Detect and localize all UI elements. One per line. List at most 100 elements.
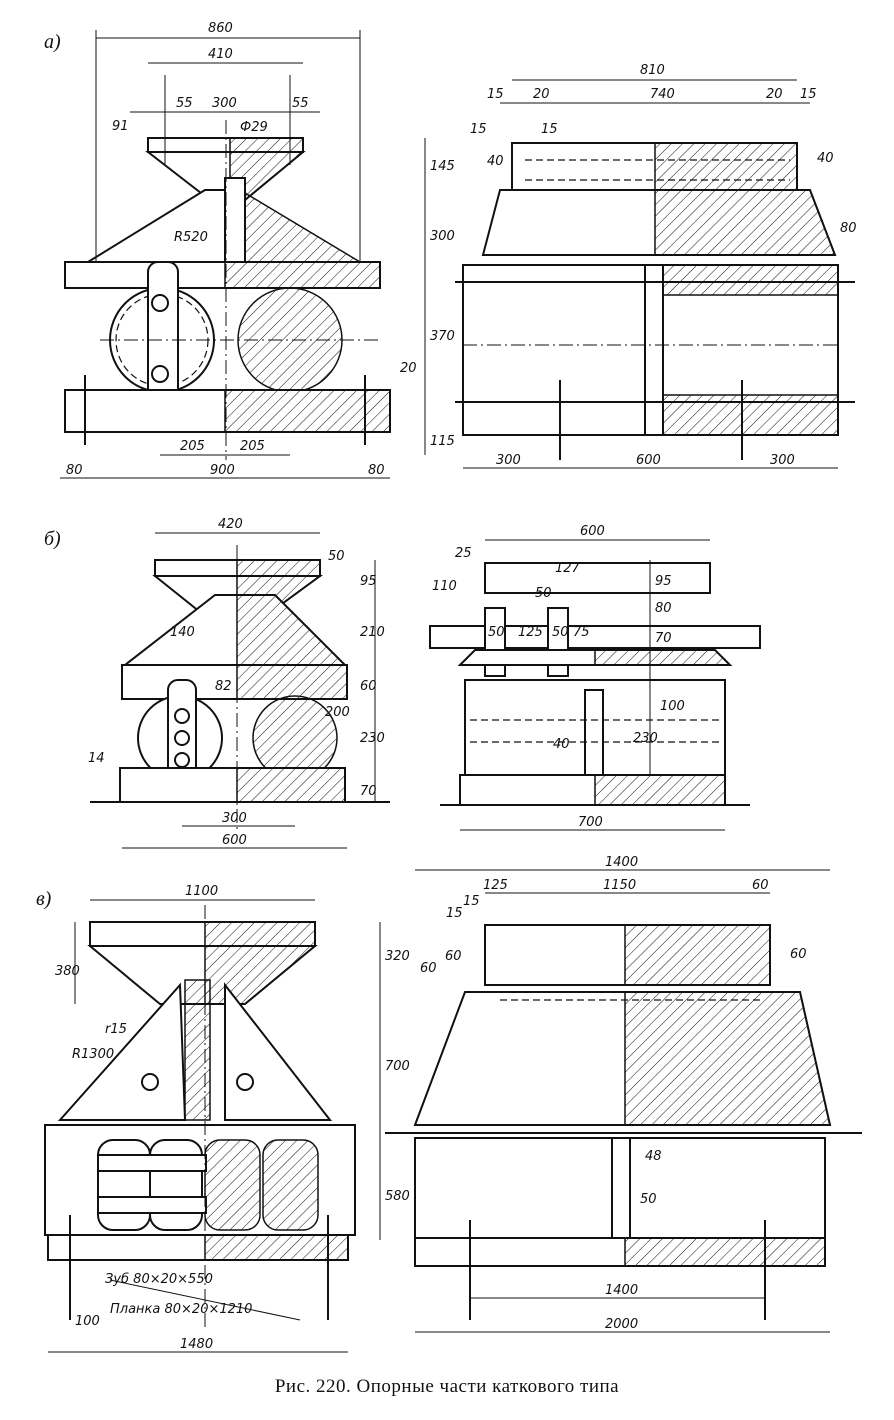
dim-b-front-9: 50 — [552, 625, 569, 640]
dim-a-front-0: 810 — [640, 63, 665, 78]
dim-b-front-6: 80 — [655, 601, 672, 616]
dim-c-side-7: Зуб 80×20×550 — [105, 1272, 213, 1287]
dim-b-side-0: 420 — [218, 517, 243, 532]
dim-c-side-0: 1100 — [185, 884, 218, 899]
dim-a-side-6: 91 — [112, 119, 129, 134]
dim-c-front-3: 60 — [752, 878, 769, 893]
dim-a-side-1: 410 — [208, 47, 233, 62]
dim-b-front-3: 110 — [432, 579, 457, 594]
dim-c-front-5: 15 — [463, 894, 480, 909]
dim-a-front-3: 740 — [650, 87, 675, 102]
dim-b-front-11: 70 — [655, 631, 672, 646]
dim-a-side-0: 860 — [208, 21, 233, 36]
dim-c-front-10: 50 — [640, 1192, 657, 1207]
dim-c-side-5: 700 — [385, 1059, 410, 1074]
dim-a-front-4: 20 — [766, 87, 783, 102]
dim-b-side-9: 14 — [88, 751, 105, 766]
dim-b-side-2: 95 — [360, 574, 377, 589]
dim-c-front-6: 60 — [420, 961, 437, 976]
dim-a-side-3: 300 — [212, 96, 237, 111]
dim-c-side-1: 380 — [55, 964, 80, 979]
dim-a-side-10: 370 — [430, 329, 455, 344]
panel-b-side-view: 420 50 95 140 210 82 60 200 230 14 70 30… — [88, 517, 390, 849]
panel-c-label: в) — [36, 888, 52, 910]
dim-b-front-13: 40 — [553, 737, 570, 752]
dim-c-side-4: R1300 — [72, 1047, 114, 1062]
dim-c-side-3: r15 — [105, 1022, 127, 1037]
dim-a-side-2: 55 — [176, 96, 193, 111]
dim-c-side-6: 580 — [385, 1189, 410, 1204]
dim-b-side-4: 210 — [360, 625, 385, 640]
dim-a-side-4: 55 — [292, 96, 309, 111]
dim-c-front-1: 125 — [483, 878, 508, 893]
dim-b-side-5: 82 — [215, 679, 232, 694]
dim-a-side-17: 80 — [368, 463, 385, 478]
dim-b-front-1: 25 — [455, 546, 472, 561]
dim-a-side-7: R520 — [174, 230, 208, 245]
dim-b-front-14: 230 — [633, 731, 658, 746]
dim-b-front-2: 127 — [555, 561, 581, 576]
dim-b-front-10: 75 — [573, 625, 590, 640]
dim-b-front-8: 125 — [518, 625, 543, 640]
dim-a-front-2: 20 — [533, 87, 550, 102]
dim-c-side-2: 320 — [385, 949, 410, 964]
dim-c-front-0: 1400 — [605, 855, 638, 870]
dim-b-front-4: 50 — [535, 586, 552, 601]
dim-b-side-11: 300 — [222, 811, 247, 826]
panel-a-side-view: 860 410 55 300 55 Ф29 91 R520 145 300 37… — [60, 21, 455, 479]
panel-b-front-view: 600 25 127 110 50 95 80 50 125 50 75 70 … — [429, 524, 761, 831]
dim-c-front-9: 48 — [645, 1149, 662, 1164]
dim-b-side-7: 200 — [325, 705, 350, 720]
dim-c-side-10: 1480 — [180, 1337, 213, 1352]
panel-b-label: б) — [44, 528, 61, 550]
panel-c: в) 11 — [36, 855, 862, 1353]
panel-c-side-view: 1100 380 320 r15 R1300 700 580 Зуб 80×20… — [44, 884, 410, 1353]
panel-a-label: а) — [44, 31, 61, 53]
dim-b-side-12: 600 — [222, 833, 247, 848]
dim-c-front-7: 60 — [445, 949, 462, 964]
dim-a-side-8: 145 — [430, 159, 455, 174]
panel-b: б) 420 50 95 14 — [44, 517, 761, 849]
dim-a-front-7: 15 — [541, 122, 558, 137]
panel-a-front-view: 810 15 20 740 20 15 15 15 40 40 80 300 6… — [455, 63, 857, 469]
dim-a-side-9: 300 — [430, 229, 455, 244]
dim-a-side-16: 900 — [210, 463, 235, 478]
dim-a-front-9: 40 — [817, 151, 834, 166]
dim-c-front-2: 1150 — [603, 878, 636, 893]
dim-a-front-5: 15 — [800, 87, 817, 102]
dim-a-front-12: 600 — [636, 453, 661, 468]
dim-b-side-1: 50 — [328, 549, 345, 564]
dim-a-side-15: 80 — [66, 463, 83, 478]
dim-c-side-8: Планка 80×20×1210 — [110, 1302, 252, 1317]
dim-a-front-8: 40 — [487, 154, 504, 169]
panel-c-front-view: 1400 125 1150 60 15 15 60 60 60 48 50 14… — [385, 855, 862, 1333]
dim-b-front-5: 95 — [655, 574, 672, 589]
dim-b-side-10: 70 — [360, 784, 377, 799]
dim-a-front-10: 80 — [840, 221, 857, 236]
dim-b-front-15: 700 — [578, 815, 603, 830]
panel-a: а) — [44, 21, 857, 479]
dim-a-front-13: 300 — [770, 453, 795, 468]
dim-a-side-13: 205 — [180, 439, 205, 454]
technical-drawing: а) — [36, 21, 862, 1353]
dim-b-side-8: 230 — [360, 731, 385, 746]
dim-b-front-12: 100 — [660, 699, 685, 714]
dim-a-front-6: 15 — [470, 122, 487, 137]
figure-caption: Рис. 220. Опорные части каткового типа — [274, 1376, 620, 1397]
dim-a-front-1: 15 — [487, 87, 504, 102]
dim-c-front-12: 2000 — [605, 1317, 638, 1332]
dim-a-side-5: Ф29 — [240, 120, 268, 135]
dim-b-front-7: 50 — [488, 625, 505, 640]
dim-a-side-14: 205 — [240, 439, 265, 454]
dim-c-front-11: 1400 — [605, 1283, 638, 1298]
dim-c-front-4: 15 — [446, 906, 463, 921]
dim-a-side-12: 115 — [430, 434, 455, 449]
dim-b-front-0: 600 — [580, 524, 605, 539]
dim-b-side-3: 140 — [170, 625, 195, 640]
dim-b-side-6: 60 — [360, 679, 377, 694]
dim-a-front-11: 300 — [496, 453, 521, 468]
dim-c-front-8: 60 — [790, 947, 807, 962]
dim-c-side-9: 100 — [75, 1314, 100, 1329]
dim-a-side-11: 20 — [400, 361, 417, 376]
